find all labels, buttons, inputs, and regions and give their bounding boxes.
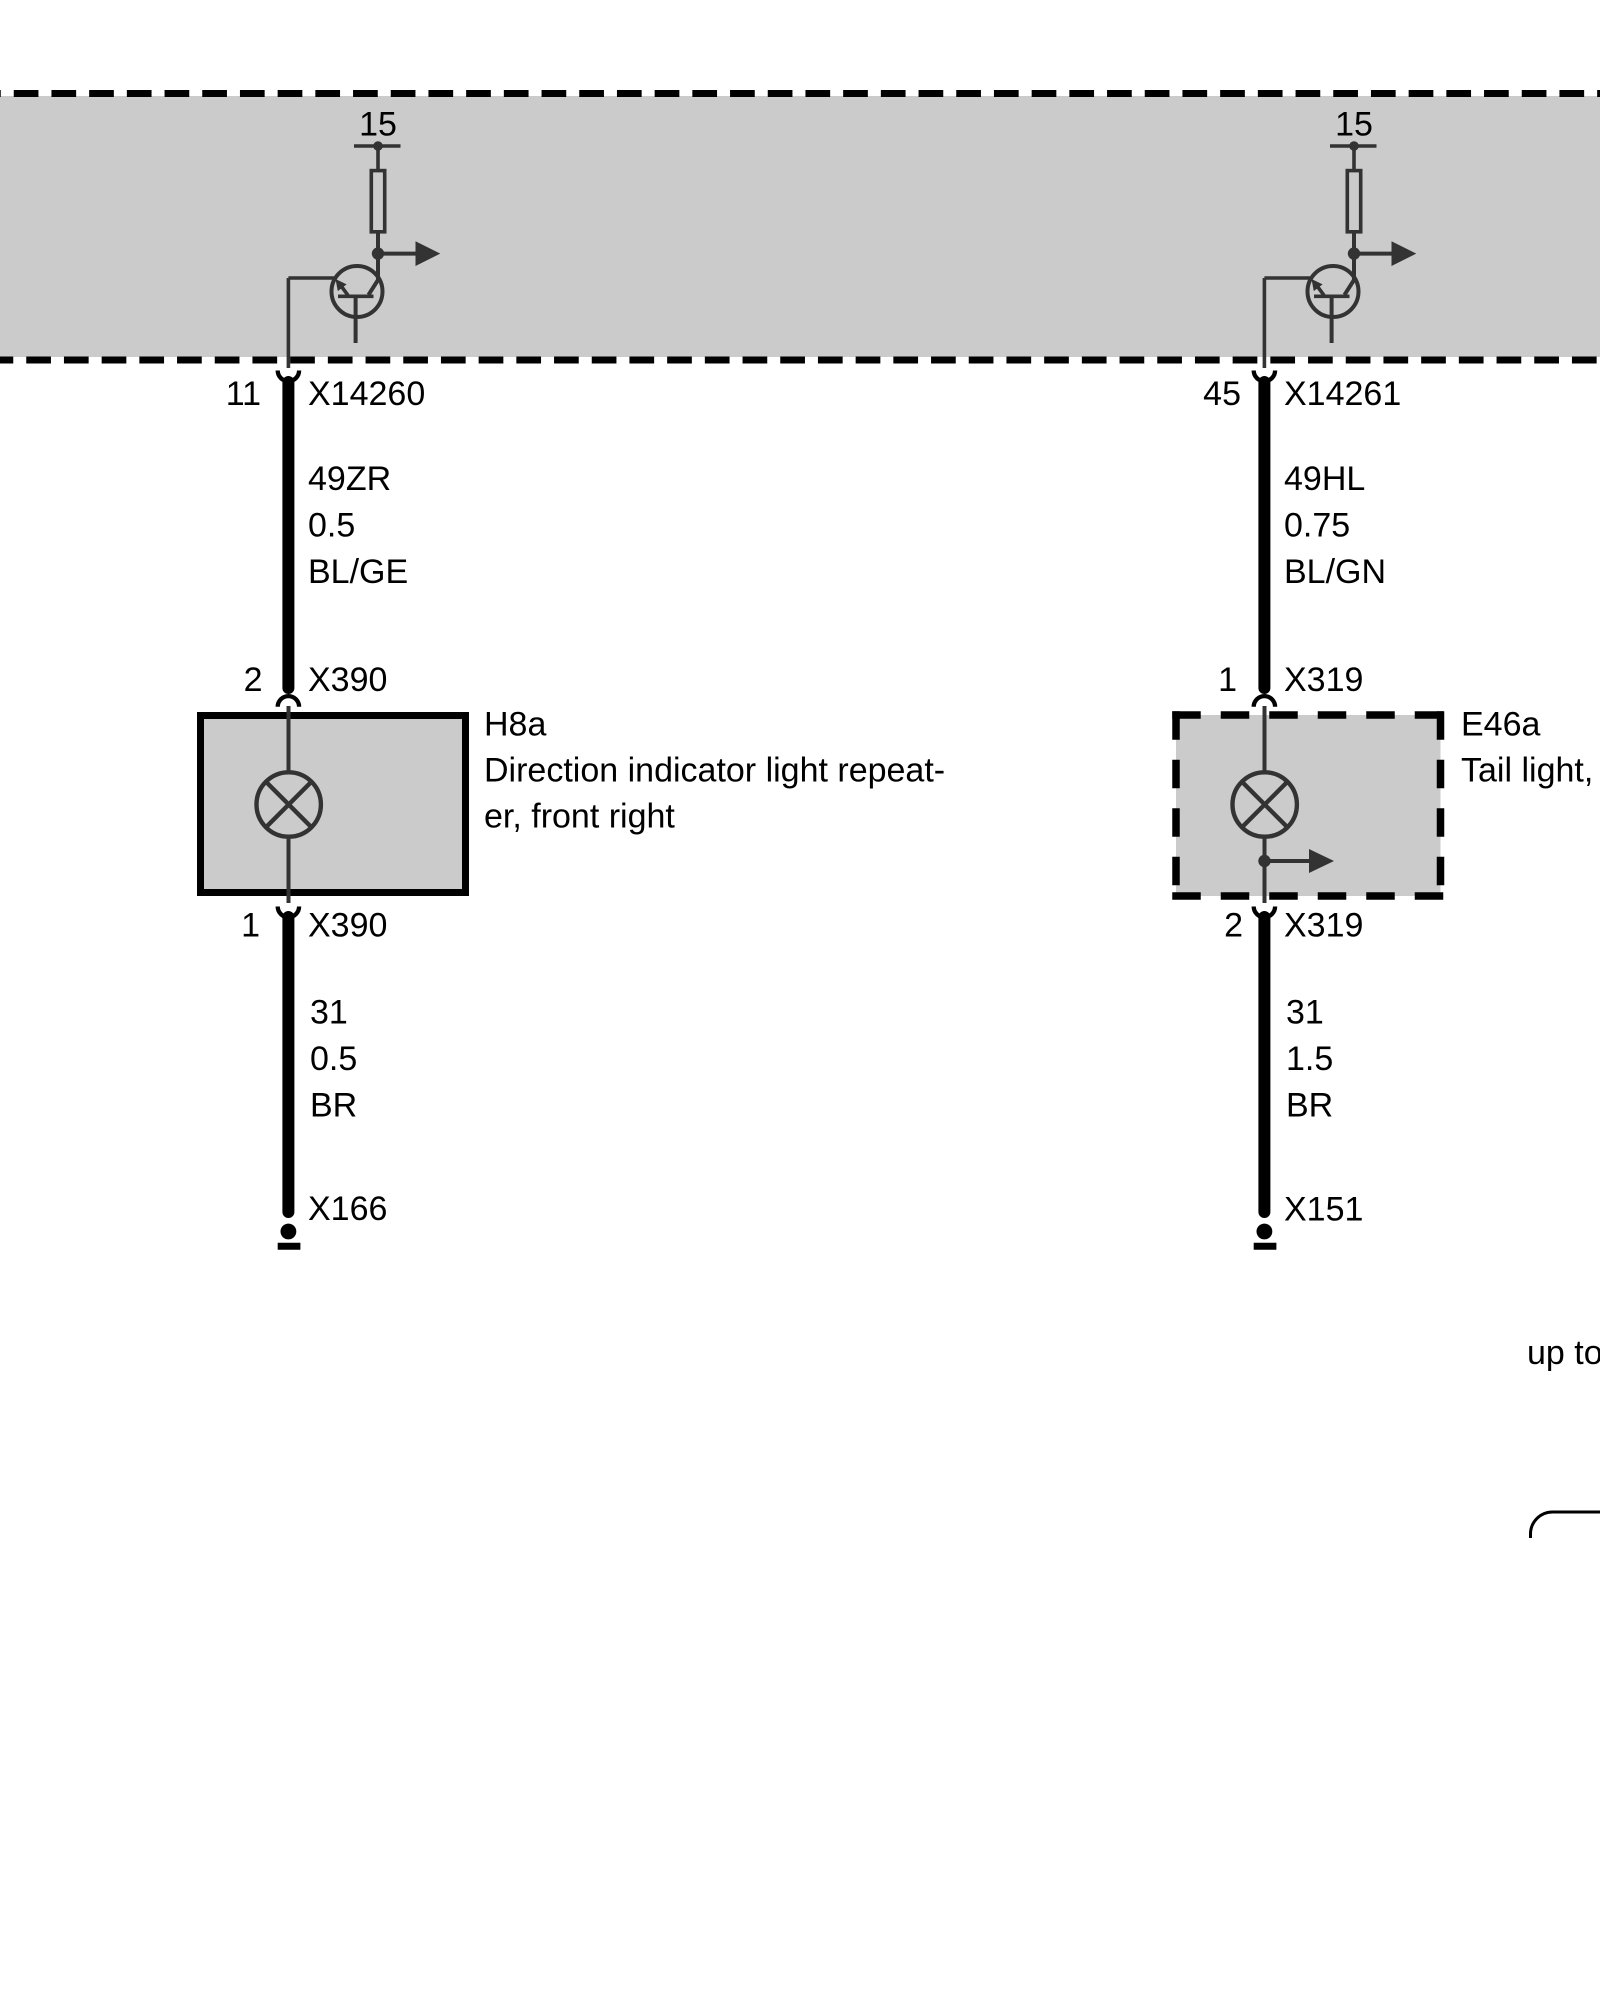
svg-text:2: 2	[244, 661, 263, 699]
svg-text:1.5: 1.5	[1286, 1040, 1333, 1078]
svg-text:0.5: 0.5	[310, 1040, 357, 1078]
svg-text:X166: X166	[308, 1190, 387, 1228]
svg-text:BR: BR	[310, 1087, 357, 1125]
svg-text:X390: X390	[308, 907, 387, 945]
svg-text:49ZR: 49ZR	[308, 460, 391, 498]
svg-text:0.5: 0.5	[308, 507, 355, 545]
svg-text:31: 31	[310, 994, 348, 1032]
svg-text:X319: X319	[1284, 907, 1363, 945]
svg-text:X14261: X14261	[1284, 375, 1401, 413]
svg-text:BR: BR	[1286, 1087, 1333, 1125]
svg-text:up to: up to	[1527, 1334, 1600, 1372]
svg-text:BL/GN: BL/GN	[1284, 553, 1386, 591]
svg-text:2: 2	[1224, 907, 1243, 945]
svg-text:31: 31	[1286, 994, 1324, 1032]
svg-text:BL/GE: BL/GE	[308, 553, 408, 591]
svg-text:H8a: H8a	[484, 706, 546, 744]
svg-text:11: 11	[226, 375, 261, 413]
svg-text:1: 1	[1218, 661, 1237, 699]
svg-text:er, front right: er, front right	[484, 798, 675, 836]
svg-text:Direction indicator light repe: Direction indicator light repeat-	[484, 752, 945, 790]
svg-text:E46a: E46a	[1461, 706, 1540, 744]
svg-text:49HL: 49HL	[1284, 460, 1365, 498]
svg-text:1: 1	[241, 907, 260, 945]
svg-text:0.75: 0.75	[1284, 507, 1350, 545]
svg-text:X14260: X14260	[308, 375, 425, 413]
svg-text:45: 45	[1203, 375, 1241, 413]
svg-text:X151: X151	[1284, 1191, 1363, 1229]
svg-text:Tail light,: Tail light,	[1461, 752, 1593, 790]
svg-text:X390: X390	[308, 661, 387, 699]
svg-text:X319: X319	[1284, 661, 1363, 699]
